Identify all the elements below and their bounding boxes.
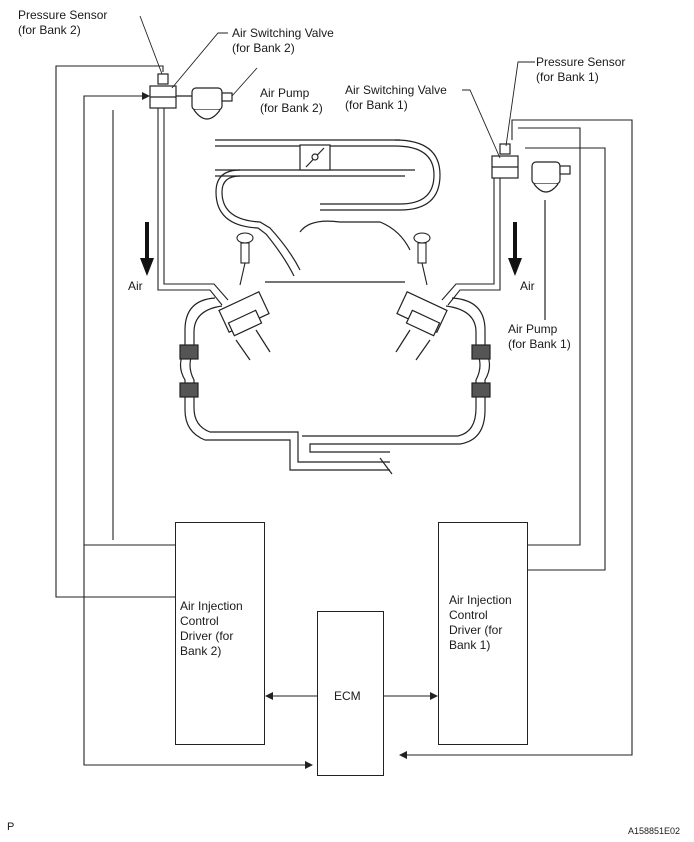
- injector-bank1-icon: [413, 232, 431, 286]
- driver-bank1-box: Air Injection Control Driver (for Bank 1…: [438, 522, 528, 745]
- wire-valve2-to-driver2: [83, 95, 175, 546]
- air-arrow-right-icon: [508, 222, 522, 276]
- wire-sensor2-to-driver2: [55, 65, 175, 598]
- intake-manifold: [215, 139, 441, 283]
- label-pressure-sensor-bank1: Pressure Sensor (for Bank 1): [536, 55, 626, 84]
- air-switching-valve-bank1: [491, 143, 519, 179]
- pressure-sensor-bank2-icon: [157, 73, 169, 85]
- pressure-sensor-bank1-icon: [499, 143, 511, 155]
- air-switching-valve-bank2: [149, 73, 196, 109]
- leader-pressure-sensor-bank1: [505, 61, 535, 147]
- label-air-left: Air: [128, 279, 143, 293]
- injector-bank2-icon: [236, 232, 254, 286]
- leader-air-pump-bank2: [231, 67, 258, 97]
- figure-id: A158851E02: [628, 826, 681, 836]
- wire-ecm-bottom-left: [83, 545, 313, 769]
- label-air-switching-valve-bank2: Air Switching Valve (for Bank 2): [232, 26, 334, 55]
- leader-air-switching-valve-bank1: [462, 89, 501, 159]
- air-pipe-bank1-inner: [441, 178, 495, 301]
- ecm-box: ECM: [317, 611, 384, 776]
- exhaust-system: [179, 297, 491, 475]
- label-air-right: Air: [520, 279, 535, 293]
- cylinder-bank1: [395, 291, 448, 361]
- label-air-pump-bank2: Air Pump (for Bank 2): [260, 86, 323, 115]
- wire-pump1-to-driver1: [518, 127, 581, 546]
- label-air-switching-valve-bank1: Air Switching Valve (for Bank 1): [345, 83, 447, 112]
- driver-bank2-box: Air Injection Control Driver (for Bank 2…: [175, 522, 265, 745]
- wire-valve1-to-driver1: [525, 147, 606, 571]
- label-air-pump-bank1: Air Pump (for Bank 1): [508, 322, 571, 351]
- cylinder-bank2: [218, 291, 271, 361]
- footer-left-code: P: [7, 821, 15, 833]
- wire-sensor1-to-driver1: [399, 119, 633, 759]
- air-pipe-bank1: [447, 178, 501, 306]
- ecm-label: ECM: [334, 689, 361, 703]
- leader-air-switching-valve-bank2: [171, 32, 228, 89]
- label-pressure-sensor-bank2: Pressure Sensor (for Bank 2): [18, 8, 108, 37]
- air-pump-bank1: [531, 161, 571, 320]
- air-arrow-left-icon: [140, 222, 154, 276]
- air-pipe-bank2: [157, 108, 223, 306]
- air-pump-bank2: [191, 87, 233, 120]
- air-pipe-bank2-inner: [163, 108, 229, 301]
- leader-pressure-sensor-bank2: [139, 15, 163, 75]
